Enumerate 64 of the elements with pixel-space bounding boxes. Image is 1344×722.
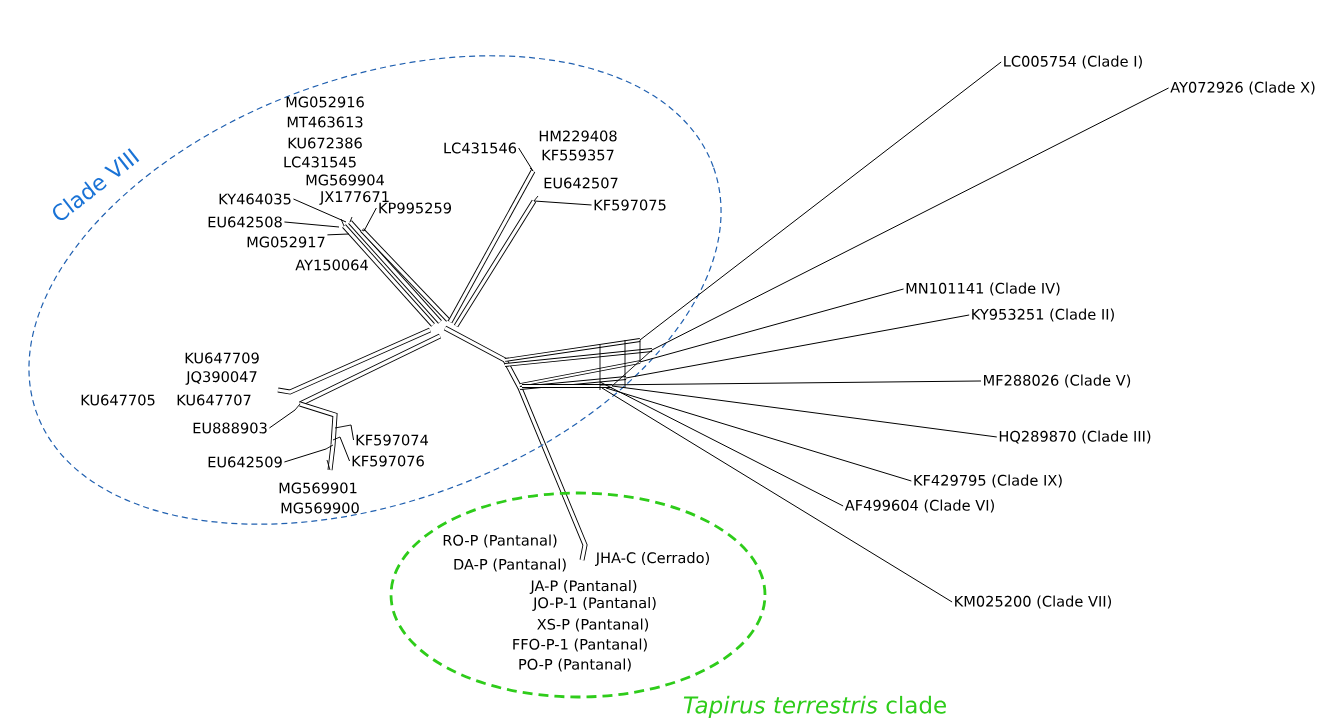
branch-line	[651, 87, 1170, 351]
tip-label: MG569901	[279, 482, 357, 494]
branch-line	[639, 288, 905, 363]
tip-label: KU647707	[177, 394, 251, 406]
tip-label: DA-P (Pantanal)	[454, 558, 566, 572]
branch-line	[625, 314, 970, 379]
tip-label: KF559357	[542, 149, 614, 161]
tip-label: MG052917	[247, 236, 325, 248]
branch-line	[639, 61, 1002, 341]
branch-line	[363, 207, 377, 232]
tip-label: LC005754 (Clade I)	[1004, 55, 1142, 69]
branch-line	[599, 380, 982, 386]
tip-label: KF597075	[594, 199, 666, 211]
branch-line	[533, 200, 593, 206]
branch-line	[599, 381, 844, 507]
tip-label: KY464035	[219, 193, 291, 205]
node-label: Tapirus terrestris clade	[683, 695, 946, 719]
branch-line	[292, 198, 347, 223]
tip-label: EU642509	[208, 456, 282, 468]
tip-label: AY072926 (Clade X)	[1170, 81, 1315, 95]
branch-line	[339, 436, 351, 462]
branch-line	[283, 221, 340, 228]
tip-label: KY953251 (Clade II)	[972, 308, 1114, 322]
tip-label: MT463613	[287, 116, 363, 128]
branch-line	[518, 147, 534, 172]
tip-label: RO-P (Pantanal)	[443, 534, 557, 548]
tip-label: KF429795 (Clade IX)	[914, 474, 1062, 488]
tip-label: KF597076	[352, 455, 424, 467]
branch-line	[601, 387, 953, 603]
tip-label: EU888903	[193, 422, 267, 434]
tip-label: JO-P-1 (Pantanal)	[532, 597, 656, 611]
network-tip-drawing	[294, 401, 352, 471]
network-tip-drawing	[340, 216, 365, 232]
tip-label: JQ390047	[185, 371, 257, 385]
tip-label: AY150064	[295, 259, 368, 271]
branch-line	[283, 448, 327, 463]
tip-label: AF499604 (Clade VI)	[844, 499, 994, 513]
tip-label: MG052916	[286, 96, 364, 108]
branch-line	[350, 424, 355, 441]
tip-label: JHA-C (Cerrado)	[595, 552, 709, 566]
tip-label: EU642508	[208, 216, 282, 228]
branch-line	[268, 409, 296, 429]
network-tip-drawing	[529, 167, 539, 202]
branch-line	[611, 385, 998, 438]
tip-label: KM025200 (Clade VII)	[955, 595, 1111, 609]
branch-line	[605, 387, 912, 482]
branch-line	[326, 233, 350, 236]
tip-label: KU672386	[288, 137, 362, 149]
tip-label: MF288026 (Clade V)	[984, 374, 1131, 388]
tip-label: JA-P (Pantanal)	[529, 580, 637, 594]
tip-label: KU647709	[185, 352, 259, 364]
tip-label: MG569900	[281, 502, 359, 514]
tip-label: LC431546	[444, 142, 517, 154]
tip-label: FFO-P-1 (Pantanal)	[513, 638, 647, 652]
tip-label: XS-P (Pantanal)	[537, 618, 649, 632]
tip-label: MN101141 (Clade IV)	[906, 282, 1060, 296]
tip-label: HM229408	[539, 130, 617, 142]
tip-label: KU647705	[81, 394, 155, 406]
tip-label: MG569904	[306, 174, 384, 186]
tip-label: LC431545	[284, 156, 356, 168]
tip-label: PO-P (Pantanal)	[519, 658, 631, 672]
tip-label: HQ289870 (Clade III)	[999, 430, 1151, 444]
tip-label: KF597074	[356, 434, 428, 446]
tip-label: EU642507	[544, 177, 618, 189]
